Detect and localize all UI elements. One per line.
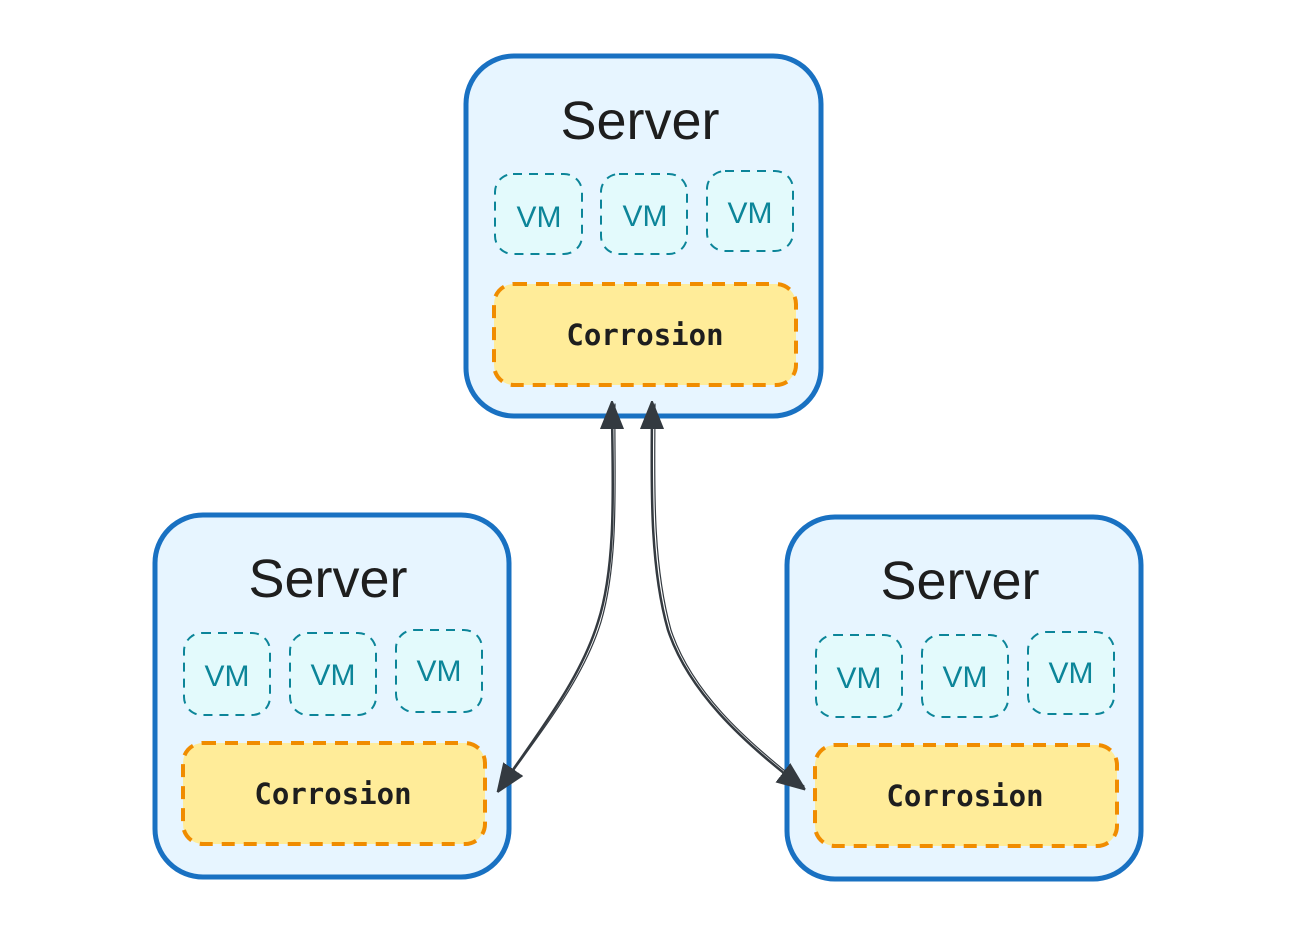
vm-box: VM — [289, 632, 377, 716]
server-title: Server — [248, 549, 407, 609]
connector-top-to-right-sketch — [654, 403, 805, 787]
connector-top-to-right — [652, 404, 803, 788]
corrosion-label: Corrosion — [254, 777, 411, 811]
vm-box: VM — [815, 634, 903, 718]
server-node-right: Server VM VM VM Corrosion — [784, 514, 1144, 882]
vm-box: VM — [1027, 631, 1115, 715]
corrosion-box: Corrosion — [181, 741, 487, 846]
vm-label: VM — [311, 659, 356, 692]
vm-label: VM — [1049, 657, 1094, 690]
vm-box: VM — [600, 173, 688, 255]
vm-box: VM — [706, 170, 794, 252]
vm-label: VM — [837, 662, 882, 695]
vm-label: VM — [623, 200, 668, 233]
connector-top-to-left-sketch — [500, 403, 616, 789]
vm-label: VM — [205, 660, 250, 693]
corrosion-box: Corrosion — [492, 282, 798, 387]
vm-label: VM — [417, 655, 462, 688]
server-title: Server — [880, 551, 1039, 611]
corrosion-label: Corrosion — [886, 779, 1043, 813]
server-node-top: Server VM VM VM Corrosion — [463, 53, 824, 419]
vm-label: VM — [943, 661, 988, 694]
vm-box: VM — [395, 629, 483, 713]
server-node-left: Server VM VM VM Corrosion — [152, 512, 512, 880]
vm-box: VM — [183, 632, 271, 716]
server-title: Server — [560, 91, 719, 151]
vm-box: VM — [921, 634, 1009, 718]
vm-label: VM — [517, 201, 562, 234]
vm-box: VM — [494, 173, 583, 255]
vm-label: VM — [728, 197, 773, 230]
corrosion-label: Corrosion — [566, 318, 723, 352]
connector-top-to-left — [499, 404, 613, 790]
corrosion-box: Corrosion — [813, 743, 1119, 848]
